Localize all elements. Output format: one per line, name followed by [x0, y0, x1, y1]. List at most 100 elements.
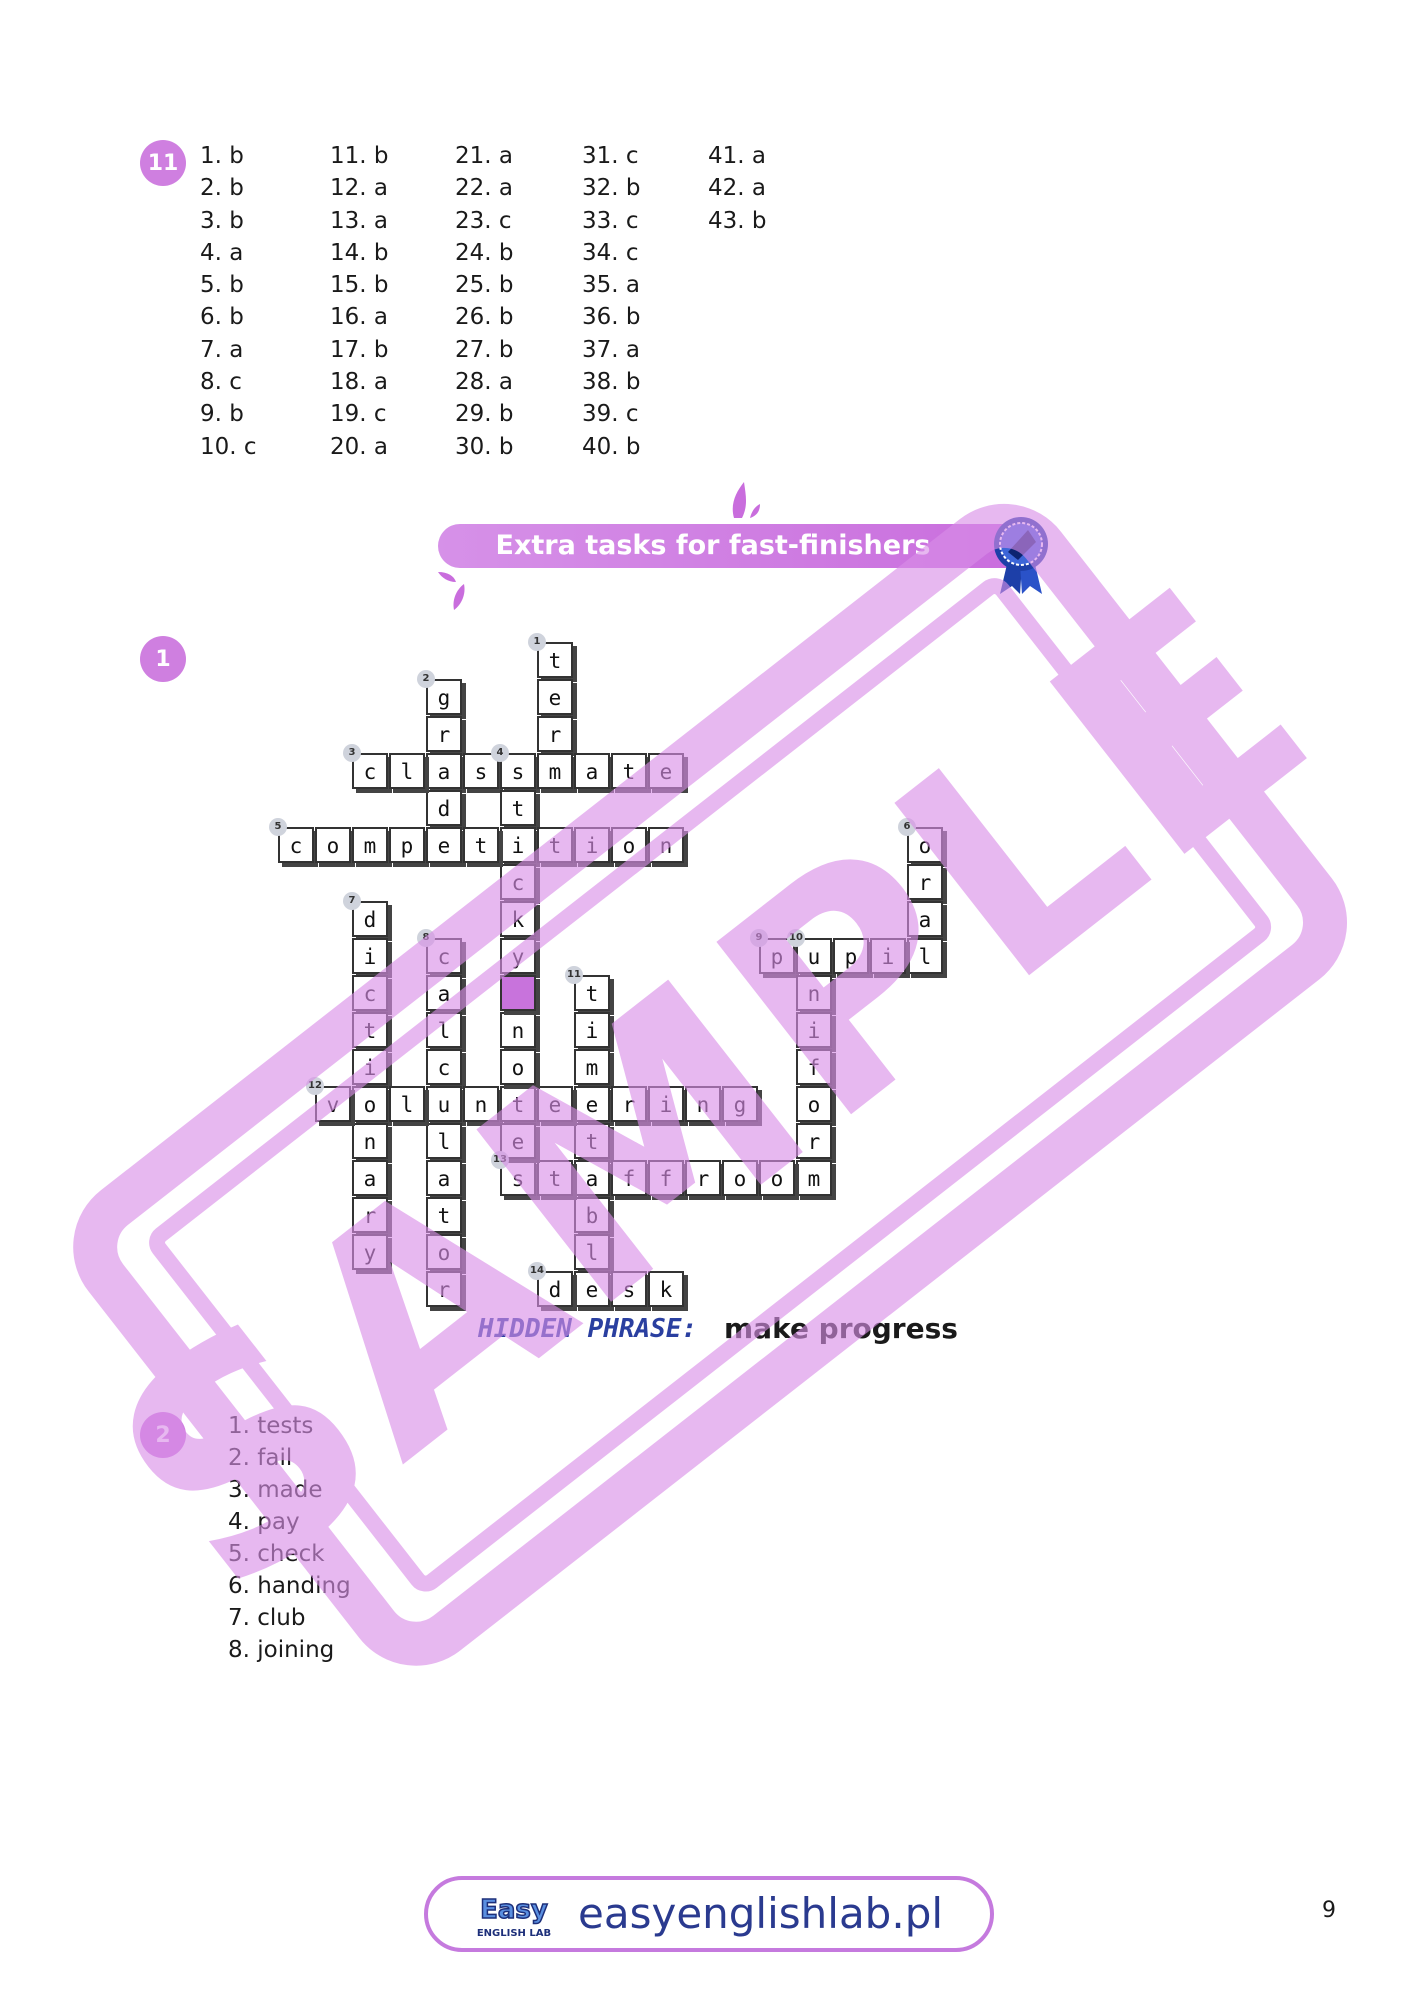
- crossword-cell: d: [352, 901, 388, 937]
- answer-item: 25. b: [455, 272, 514, 299]
- crossword-cell: m: [796, 1160, 832, 1196]
- crossword-cell: l: [389, 1086, 425, 1122]
- footer-site-link[interactable]: easyenglishlab.pl: [578, 1889, 944, 1938]
- crossword-cell: t: [352, 1012, 388, 1048]
- task-1-badge: 1: [140, 636, 186, 682]
- crossword-cell: o: [907, 827, 943, 863]
- crossword-cell: i: [352, 938, 388, 974]
- clue-number: 10: [787, 929, 805, 947]
- answer-item: 20. a: [330, 433, 388, 460]
- crossword-cell: e: [500, 1123, 536, 1159]
- crossword-cell: o: [796, 1086, 832, 1122]
- crossword-cell: e: [648, 753, 684, 789]
- section-11-badge: 11: [140, 140, 186, 186]
- crossword-cell: t: [537, 1160, 573, 1196]
- crossword-cell: c: [278, 827, 314, 863]
- answer-item: 15. b: [330, 272, 389, 299]
- crossword-cell: t: [537, 642, 573, 678]
- page-number: 9: [1322, 1898, 1336, 1923]
- crossword-cell: v: [315, 1086, 351, 1122]
- crossword-cell: d: [537, 1271, 573, 1307]
- crossword-cell: d: [426, 790, 462, 826]
- crossword-cell: e: [574, 1271, 610, 1307]
- clue-number: 5: [269, 818, 287, 836]
- answer-item: 35. a: [582, 272, 640, 299]
- answer-item: 14. b: [330, 239, 389, 266]
- crossword-cell: s: [500, 1160, 536, 1196]
- answer-item: 30. b: [455, 433, 514, 460]
- answer-item: 8. c: [200, 369, 242, 396]
- easy-english-lab-logo: Easy ENGLISH LAB: [477, 1894, 551, 1939]
- crossword-cell: r: [796, 1123, 832, 1159]
- crossword-cell: c: [352, 975, 388, 1011]
- clue-number: 3: [343, 744, 361, 762]
- footer-brand-bar[interactable]: Easy ENGLISH LAB easyenglishlab.pl: [424, 1876, 994, 1952]
- crossword-cell: n: [352, 1123, 388, 1159]
- crossword-cell: n: [463, 1086, 499, 1122]
- clue-number: 2: [417, 670, 435, 688]
- crossword-cell: i: [870, 938, 906, 974]
- crossword-cell: m: [352, 827, 388, 863]
- clue-number: 13: [491, 1151, 509, 1169]
- crossword-cell: o: [500, 1049, 536, 1085]
- list-item: 2. fail: [228, 1445, 293, 1471]
- crossword-cell: t: [537, 827, 573, 863]
- crossword-cell: a: [574, 1160, 610, 1196]
- crossword-cell: r: [352, 1197, 388, 1233]
- crossword-cell: o: [611, 827, 647, 863]
- crossword-cell: c: [500, 864, 536, 900]
- answer-item: 18. a: [330, 369, 388, 396]
- crossword-cell: n: [648, 827, 684, 863]
- answer-item: 42. a: [708, 175, 766, 202]
- crossword-cell: s: [611, 1271, 647, 1307]
- crossword-cell: t: [574, 1123, 610, 1159]
- clue-number: 12: [306, 1077, 324, 1095]
- answer-item: 5. b: [200, 272, 244, 299]
- crossword-cell: o: [315, 827, 351, 863]
- crossword-cell: f: [611, 1160, 647, 1196]
- answer-item: 28. a: [455, 369, 513, 396]
- answer-item: 43. b: [708, 207, 767, 234]
- crossword-cell: i: [648, 1086, 684, 1122]
- splash-decoration-bottom: [438, 572, 465, 610]
- crossword-cell: n: [685, 1086, 721, 1122]
- crossword-cell: r: [426, 716, 462, 752]
- clue-number: 4: [491, 744, 509, 762]
- answer-item: 31. c: [582, 143, 639, 169]
- award-ribbon-icon: [994, 517, 1048, 594]
- list-item: 5. check: [228, 1541, 325, 1567]
- answer-item: 34. c: [582, 239, 639, 266]
- crossword-cell: o: [722, 1160, 758, 1196]
- crossword-cell: a: [574, 753, 610, 789]
- crossword-cell: p: [833, 938, 869, 974]
- crossword-cell: f: [648, 1160, 684, 1196]
- clue-number: 1: [528, 633, 546, 651]
- crossword-cell: m: [537, 753, 573, 789]
- answer-item: 23. c: [455, 207, 512, 234]
- banner-title: Extra tasks for fast-finishers: [495, 530, 931, 561]
- crossword-cell: n: [500, 1012, 536, 1048]
- crossword-cell: l: [426, 1123, 462, 1159]
- crossword-cell: y: [352, 1234, 388, 1270]
- crossword-cell: c: [426, 938, 462, 974]
- crossword-cell: n: [796, 975, 832, 1011]
- answer-item: 13. a: [330, 207, 388, 234]
- crossword-cell: e: [426, 827, 462, 863]
- crossword-cell: t: [500, 1086, 536, 1122]
- crossword-cell: s: [500, 753, 536, 789]
- crossword-cell: g: [722, 1086, 758, 1122]
- answer-item: 39. c: [582, 401, 639, 428]
- crossword-cell: y: [500, 938, 536, 974]
- answer-item: 19. c: [330, 401, 387, 428]
- crossword-cell: i: [574, 1012, 610, 1048]
- crossword-cell: r: [537, 716, 573, 752]
- crossword-cell: u: [426, 1086, 462, 1122]
- answer-item: 11. b: [330, 143, 389, 169]
- svg-text:ENGLISH LAB: ENGLISH LAB: [477, 1928, 551, 1939]
- crossword-cell: l: [426, 1012, 462, 1048]
- clue-number: 14: [528, 1262, 546, 1280]
- answer-item: 29. b: [455, 401, 514, 428]
